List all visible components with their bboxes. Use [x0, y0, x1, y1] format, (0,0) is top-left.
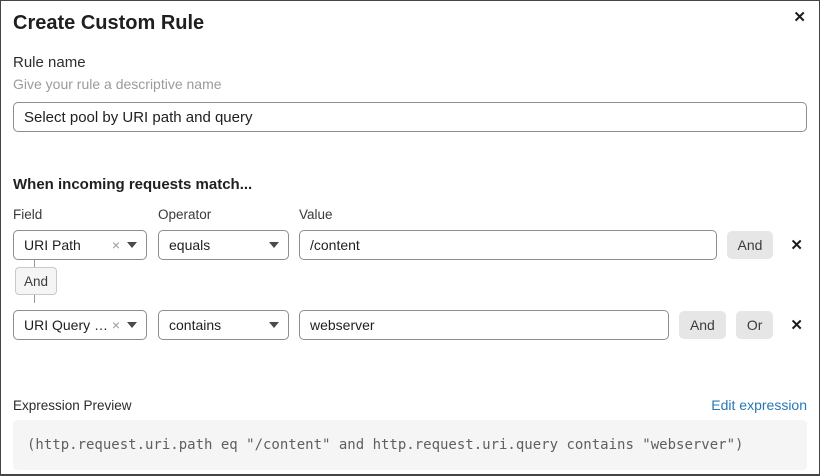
- expression-code: (http.request.uri.path eq "/content" and…: [27, 437, 744, 453]
- matcher-column-labels: Field Operator Value: [13, 207, 807, 223]
- close-icon[interactable]: ✕: [793, 9, 806, 26]
- matcher-heading: When incoming requests match...: [13, 176, 253, 193]
- or-button[interactable]: Or: [735, 311, 774, 339]
- and-button[interactable]: And: [678, 311, 726, 339]
- rule-name-input[interactable]: [13, 102, 807, 132]
- condition-connector: And: [13, 260, 807, 303]
- field-select-value: URI Path: [24, 237, 81, 253]
- value-column-label: Value: [299, 207, 333, 222]
- delete-row-icon[interactable]: ✕: [790, 317, 803, 334]
- expression-header: Expression Preview Edit expression: [13, 397, 807, 413]
- operator-column-label: Operator: [158, 207, 212, 222]
- condition-row: URI Query St... × contains And Or ✕: [13, 310, 807, 340]
- expression-code-block: (http.request.uri.path eq "/content" and…: [13, 420, 807, 470]
- dialog-title: Create Custom Rule: [13, 12, 205, 34]
- chevron-down-icon: [269, 242, 279, 248]
- value-input[interactable]: [299, 310, 669, 340]
- delete-row-icon[interactable]: ✕: [790, 237, 803, 254]
- and-button[interactable]: And: [726, 231, 774, 259]
- operator-select[interactable]: equals: [158, 230, 289, 260]
- field-select[interactable]: URI Path ×: [13, 230, 147, 260]
- field-select-value: URI Query St...: [24, 317, 112, 333]
- rule-name-hint: Give your rule a descriptive name: [13, 76, 222, 92]
- clear-field-icon[interactable]: ×: [111, 237, 120, 253]
- edit-expression-link[interactable]: Edit expression: [711, 397, 807, 413]
- chevron-down-icon: [127, 322, 137, 328]
- expression-preview-label: Expression Preview: [13, 397, 132, 413]
- field-column-label: Field: [13, 207, 43, 222]
- operator-select-value: contains: [169, 317, 222, 333]
- operator-select[interactable]: contains: [158, 310, 289, 340]
- value-input[interactable]: [299, 230, 717, 260]
- field-select[interactable]: URI Query St... ×: [13, 310, 147, 340]
- operator-select-value: equals: [169, 237, 211, 253]
- connector-and-badge: And: [15, 267, 57, 295]
- clear-field-icon[interactable]: ×: [111, 317, 120, 333]
- chevron-down-icon: [269, 322, 279, 328]
- condition-row: URI Path × equals And ✕: [13, 230, 807, 260]
- rule-name-label: Rule name: [13, 54, 86, 71]
- chevron-down-icon: [127, 242, 137, 248]
